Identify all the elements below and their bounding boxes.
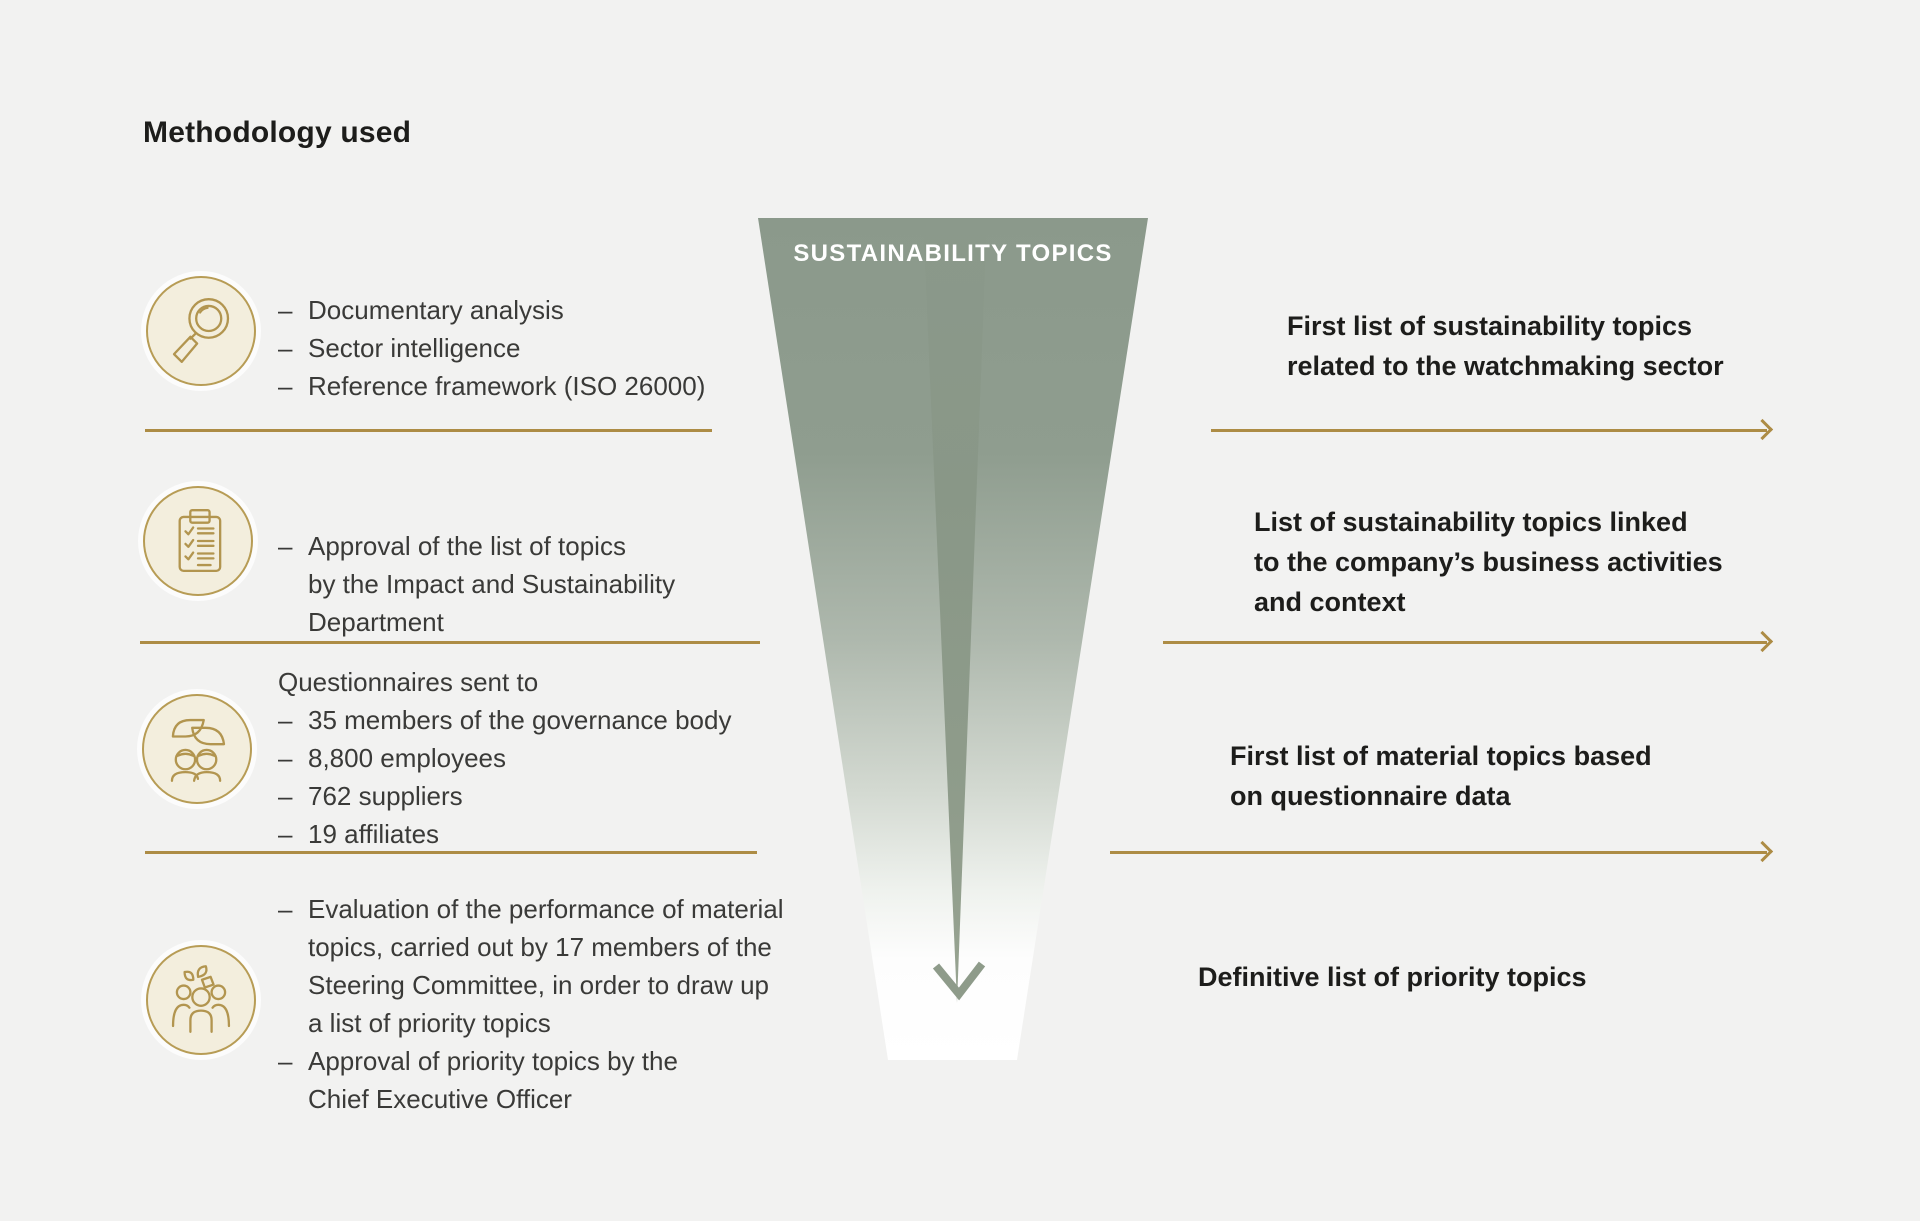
flow-arrow bbox=[1163, 641, 1767, 644]
bullet-dash: – bbox=[278, 295, 293, 325]
bullet-dash: – bbox=[278, 894, 293, 924]
list-item-line: Documentary analysis bbox=[308, 295, 564, 325]
step-4-list: – Evaluation of the performance of mater… bbox=[278, 890, 783, 1118]
bullet-dash: – bbox=[278, 333, 293, 363]
outcome-text: List of sustainability topics linked to … bbox=[1254, 502, 1723, 622]
list-item: – Sector intelligence bbox=[278, 329, 705, 367]
list-item-line: Chief Executive Officer bbox=[308, 1084, 572, 1114]
list-item: – 762 suppliers bbox=[278, 777, 731, 815]
list-item-line: Steering Committee, in order to draw up bbox=[308, 970, 769, 1000]
list-item-line: 8,800 employees bbox=[308, 743, 507, 773]
list-header: Questionnaires sent to bbox=[278, 667, 539, 697]
list-item-line: Sector intelligence bbox=[308, 333, 521, 363]
list-item: – 35 members of the governance body bbox=[278, 701, 731, 739]
list-item-line: Approval of the list of topics bbox=[308, 531, 626, 561]
list-item-line: 35 members of the governance body bbox=[308, 705, 732, 735]
funnel-graphic bbox=[758, 218, 1148, 1060]
list-item: – Reference framework (ISO 26000) bbox=[278, 367, 705, 405]
step-1-list: – Documentary analysis – Sector intellig… bbox=[278, 291, 705, 405]
bullet-dash: – bbox=[278, 781, 293, 811]
list-item: – 8,800 employees bbox=[278, 739, 731, 777]
list-item: – 19 affiliates bbox=[278, 815, 731, 853]
list-item-line: Reference framework (ISO 26000) bbox=[308, 371, 706, 401]
step-2-list: – Approval of the list of topics by the … bbox=[278, 527, 675, 641]
outcome-text: First list of sustainability topics rela… bbox=[1287, 306, 1724, 386]
outcome-line: Definitive list of priority topics bbox=[1198, 962, 1587, 992]
list-item-line: a list of priority topics bbox=[308, 1008, 551, 1038]
questionnaire-people-icon bbox=[142, 694, 252, 804]
list-item-line: by the Impact and Sustainability bbox=[308, 569, 676, 599]
steering-committee-icon bbox=[146, 945, 256, 1055]
list-item-line: Evaluation of the performance of materia… bbox=[308, 894, 784, 924]
divider-line bbox=[140, 641, 760, 644]
list-item-line: 19 affiliates bbox=[308, 819, 440, 849]
bullet-dash: – bbox=[278, 743, 293, 773]
bullet-dash: – bbox=[278, 371, 293, 401]
funnel-title: SUSTAINABILITY TOPICS bbox=[793, 240, 1113, 267]
bullet-dash: – bbox=[278, 705, 293, 735]
flow-arrow bbox=[1110, 851, 1767, 854]
outcome-line: List of sustainability topics linked bbox=[1254, 507, 1688, 537]
list-item: – Approval of the list of topics by the … bbox=[278, 527, 675, 641]
page-title: Methodology used bbox=[143, 116, 412, 149]
outcome-line: First list of sustainability topics bbox=[1287, 311, 1693, 341]
list-item-line: Department bbox=[308, 607, 444, 637]
clipboard-checklist-icon bbox=[143, 486, 253, 596]
outcome-text: First list of material topics based on q… bbox=[1230, 736, 1652, 816]
outcome-line: on questionnaire data bbox=[1230, 781, 1511, 811]
list-item-line: 762 suppliers bbox=[308, 781, 463, 811]
divider-line bbox=[145, 429, 712, 432]
list-item: – Evaluation of the performance of mater… bbox=[278, 890, 783, 1042]
list-item: – Documentary analysis bbox=[278, 291, 705, 329]
down-arrow-icon bbox=[932, 961, 986, 1001]
funnel-center-stripe bbox=[923, 218, 987, 1003]
outcome-line: to the company’s business activities bbox=[1254, 547, 1723, 577]
list-item: – Approval of priority topics by the Chi… bbox=[278, 1042, 783, 1118]
list-item-line: topics, carried out by 17 members of the bbox=[308, 932, 772, 962]
outcome-text: Definitive list of priority topics bbox=[1198, 957, 1587, 997]
outcome-line: and context bbox=[1254, 587, 1406, 617]
step-3-list: Questionnaires sent to – 35 members of t… bbox=[278, 663, 731, 853]
bullet-dash: – bbox=[278, 1046, 293, 1076]
flow-arrow bbox=[1211, 429, 1767, 432]
divider-line bbox=[145, 851, 757, 854]
magnifier-icon bbox=[146, 276, 256, 386]
outcome-line: First list of material topics based bbox=[1230, 741, 1652, 771]
outcome-line: related to the watchmaking sector bbox=[1287, 351, 1724, 381]
bullet-dash: – bbox=[278, 819, 293, 849]
list-item-line: Approval of priority topics by the bbox=[308, 1046, 678, 1076]
bullet-dash: – bbox=[278, 531, 293, 561]
